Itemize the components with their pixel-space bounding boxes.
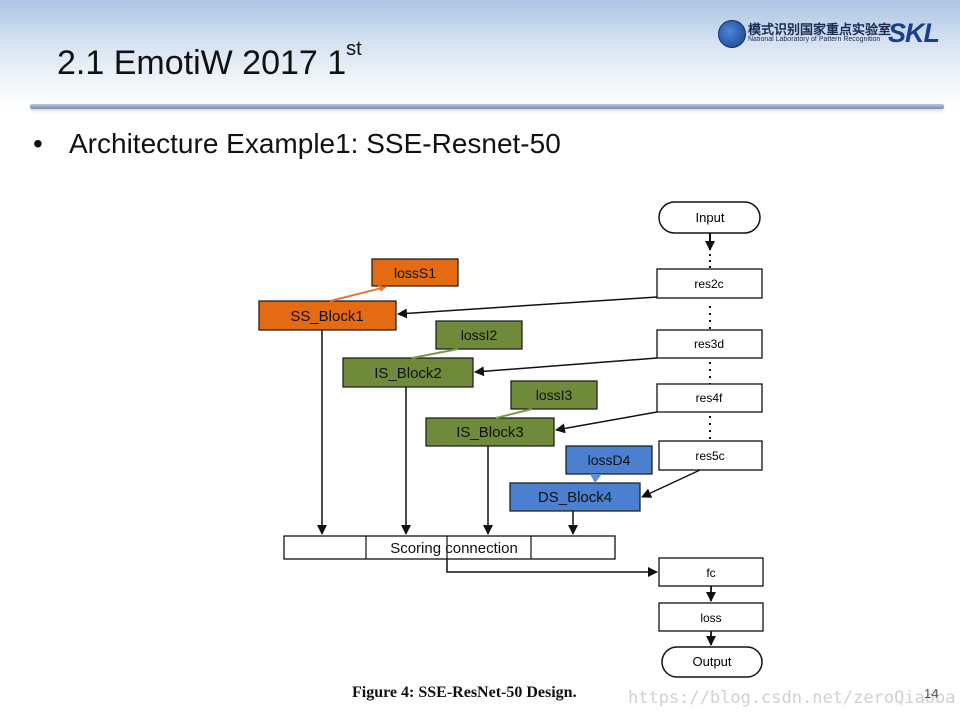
ds-block4-label: DS_Block4	[538, 489, 612, 506]
input-label: Input	[696, 210, 725, 225]
loss-label: loss	[700, 611, 721, 625]
scoring-to-fc-arrow	[446, 559, 658, 577]
res3d-label: res3d	[694, 337, 724, 351]
title-superscript: st	[346, 38, 362, 60]
bullet-item: • Architecture Example1: SSE-Resnet-50	[33, 128, 561, 160]
ss-block1-node	[258, 300, 397, 331]
res4f-to-is3-arrow	[555, 411, 658, 434]
loss-s1-node	[371, 258, 459, 287]
output-node	[661, 646, 763, 678]
scoring-connection-node	[283, 535, 616, 560]
fc-label: fc	[706, 566, 715, 580]
res5c-to-ds4-arrow	[641, 469, 701, 498]
res2c-to-ss-arrow	[397, 296, 658, 319]
res4f-label: res4f	[696, 391, 723, 405]
lab-logo: 模式识别国家重点实验室 National Laboratory of Patte…	[718, 18, 950, 50]
scoring-connection-label: Scoring connection	[390, 540, 518, 557]
res5c-label: res5c	[695, 449, 724, 463]
loss-i3-node	[510, 380, 598, 410]
ds-block4-node	[509, 482, 641, 512]
output-label: Output	[692, 654, 731, 669]
res2c-node	[656, 268, 763, 299]
figure-caption: Figure 4: SSE-ResNet-50 Design.	[352, 684, 577, 701]
res4f-node	[656, 383, 763, 413]
ss-to-loss-arrowhead	[378, 285, 386, 292]
res3d-node	[656, 329, 763, 359]
title-text: 2.1 EmotiW 2017 1	[57, 44, 347, 82]
seal-icon	[718, 20, 746, 48]
is3-to-loss-arrow	[495, 408, 533, 419]
loss-i2-label: lossI2	[461, 327, 498, 343]
is-block2-label: IS_Block2	[374, 365, 442, 382]
title-divider	[30, 104, 944, 109]
is-block3-label: IS_Block3	[456, 424, 524, 441]
res5c-node	[658, 440, 763, 471]
loss-node	[658, 602, 764, 632]
ds-to-loss-arrowhead	[590, 474, 602, 483]
res3d-to-is2-arrow	[474, 357, 658, 377]
loss-i2-node	[435, 320, 523, 350]
page-number: 14	[924, 686, 939, 701]
bullet-dot-icon: •	[33, 128, 43, 159]
title-background	[0, 0, 960, 110]
ss-block1-label: SS_Block1	[290, 308, 363, 325]
res2c-label: res2c	[694, 277, 723, 291]
is2-to-loss-arrow	[411, 348, 459, 359]
is-block2-node	[342, 357, 474, 388]
loss-d4-node	[565, 445, 653, 475]
bullet-text: Architecture Example1: SSE-Resnet-50	[69, 128, 561, 159]
loss-d4-label: lossD4	[588, 452, 631, 468]
loss-i3-label: lossI3	[536, 387, 573, 403]
is-block3-node	[425, 417, 555, 447]
ss-to-loss-arrow	[329, 286, 387, 302]
slide-title: 2.1 EmotiW 2017 1st	[57, 38, 362, 83]
watermark: https://blog.csdn.net/zeroQiaoba	[628, 688, 956, 708]
logo-abbreviation: SKL	[888, 18, 940, 48]
logo-chinese-text: 模式识别国家重点实验室	[748, 23, 892, 38]
logo-english-text: National Laboratory of Pattern Recogniti…	[748, 36, 881, 43]
loss-s1-label: lossS1	[394, 265, 436, 281]
